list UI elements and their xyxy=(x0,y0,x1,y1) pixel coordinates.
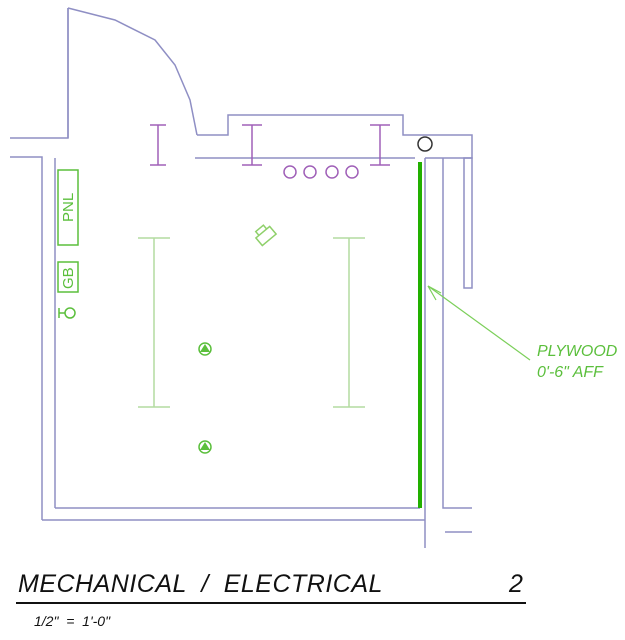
wall-right-outer xyxy=(442,158,472,509)
panel-label: PNL xyxy=(60,193,77,222)
beam-markers xyxy=(150,124,390,166)
pipe-icon xyxy=(303,165,317,179)
sheet-number: 2 xyxy=(509,570,523,598)
light-fixture xyxy=(138,237,170,408)
beam-marker xyxy=(242,124,262,166)
pipe-icon xyxy=(283,165,297,179)
plywood-leader xyxy=(427,285,531,361)
column-icon xyxy=(417,136,433,152)
plywood-note-line2: 0'-6" AFF xyxy=(537,364,604,381)
pipe-icon xyxy=(325,165,339,179)
door-swing-arc xyxy=(67,7,198,136)
drawing-title: MECHANICAL / ELECTRICAL xyxy=(18,570,383,598)
floor-plan: PLYWOOD 0'-6" AFF PNL GB xyxy=(10,7,618,548)
wall-top-outer xyxy=(197,114,473,159)
equipment-icon xyxy=(254,224,278,247)
outlet-icon xyxy=(58,307,76,319)
beam-marker xyxy=(370,124,390,166)
floor-device-icon xyxy=(198,342,212,356)
ground-bar: GB xyxy=(57,261,79,293)
wall-left-outer xyxy=(10,156,43,520)
wall-top-left-upper xyxy=(10,8,69,139)
ground-bar-label: GB xyxy=(60,267,77,289)
light-fixtures xyxy=(138,237,365,408)
plywood-note-line1: PLYWOOD xyxy=(537,343,618,360)
title-underline xyxy=(16,602,526,604)
floor-devices xyxy=(198,342,212,454)
electrical-panel: PNL xyxy=(57,169,79,246)
beam-marker xyxy=(150,124,166,166)
floor-device-icon xyxy=(198,440,212,454)
light-fixture xyxy=(333,237,365,408)
pipe-icon xyxy=(345,165,359,179)
walls xyxy=(10,8,473,548)
drawing-scale: 1/2" = 1'-0" xyxy=(34,613,111,629)
right-window xyxy=(463,157,473,289)
pipe-row xyxy=(283,165,359,179)
